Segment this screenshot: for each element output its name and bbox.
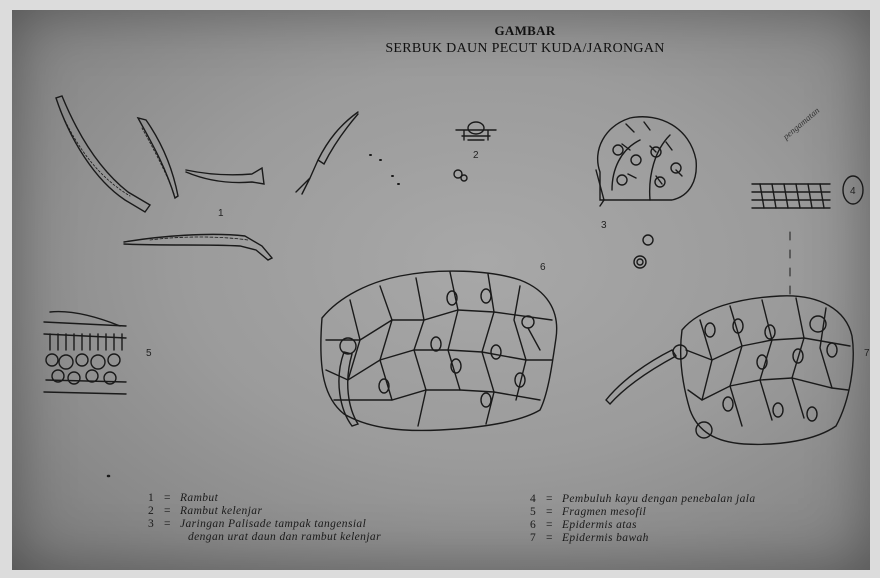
figure-label-1: 1 bbox=[218, 208, 224, 219]
legend-text: dengan urat daun dan rambut kelenjar bbox=[188, 531, 381, 544]
upper-epidermis-drawing bbox=[321, 271, 557, 430]
legend-item: 5=Fragmen mesofil bbox=[530, 506, 756, 519]
legend-key: 2 bbox=[148, 505, 164, 518]
lower-epidermis-drawing bbox=[606, 296, 853, 445]
figure-label-7: 7 bbox=[864, 348, 870, 359]
legend-item: 6=Epidermis atas bbox=[530, 519, 756, 532]
legend-key: 6 bbox=[530, 519, 546, 532]
legend-right-column: 4=Pembuluh kayu dengan penebalan jala 5=… bbox=[530, 493, 756, 545]
legend-item: 1=Rambut bbox=[148, 492, 381, 505]
legend-left-column: 1=Rambut 2=Rambut kelenjar 3=Jaringan Pa… bbox=[148, 492, 381, 544]
legend-text: Epidermis bawah bbox=[562, 532, 649, 545]
legend-item-continuation: dengan urat daun dan rambut kelenjar bbox=[148, 531, 381, 544]
legend-equals: = bbox=[546, 506, 562, 519]
figure-label-3: 3 bbox=[601, 220, 607, 231]
figure-label-6: 6 bbox=[540, 262, 546, 273]
legend-equals: = bbox=[546, 532, 562, 545]
figure-label-2: 2 bbox=[473, 150, 479, 161]
legend-item: 2=Rambut kelenjar bbox=[148, 505, 381, 518]
legend-text: Pembuluh kayu dengan penebalan jala bbox=[562, 493, 756, 506]
legend-text: Rambut bbox=[180, 492, 218, 505]
legend-key: 3 bbox=[148, 518, 164, 531]
legend-equals: = bbox=[546, 493, 562, 506]
handwritten-note: pengamatan bbox=[780, 105, 822, 142]
legend-item: 7=Epidermis bawah bbox=[530, 532, 756, 545]
legend-equals: = bbox=[546, 519, 562, 532]
legend-equals: = bbox=[164, 492, 180, 505]
legend-item: 4=Pembuluh kayu dengan penebalan jala bbox=[530, 493, 756, 506]
legend-text: Rambut kelenjar bbox=[180, 505, 262, 518]
vessel-drawing bbox=[752, 176, 863, 294]
legend-key: 4 bbox=[530, 493, 546, 506]
legend-equals: = bbox=[164, 505, 180, 518]
legend-text: Jaringan Palisade tampak tangensial bbox=[180, 518, 366, 531]
legend-text: Epidermis atas bbox=[562, 519, 637, 532]
legend-text: Fragmen mesofil bbox=[562, 506, 646, 519]
legend-item: 3=Jaringan Palisade tampak tangensial bbox=[148, 518, 381, 531]
scattered-dots bbox=[370, 155, 399, 184]
figure-label-5: 5 bbox=[146, 348, 152, 359]
hair-drawings bbox=[56, 96, 358, 260]
legend-equals: = bbox=[164, 518, 180, 531]
figure-label-4: 4 bbox=[850, 186, 856, 197]
legend-key: 1 bbox=[148, 492, 164, 505]
legend-key: 7 bbox=[530, 532, 546, 545]
mesophyll-drawing bbox=[44, 312, 126, 394]
legend-key: 5 bbox=[530, 506, 546, 519]
palisade-tissue-drawing bbox=[596, 117, 696, 268]
